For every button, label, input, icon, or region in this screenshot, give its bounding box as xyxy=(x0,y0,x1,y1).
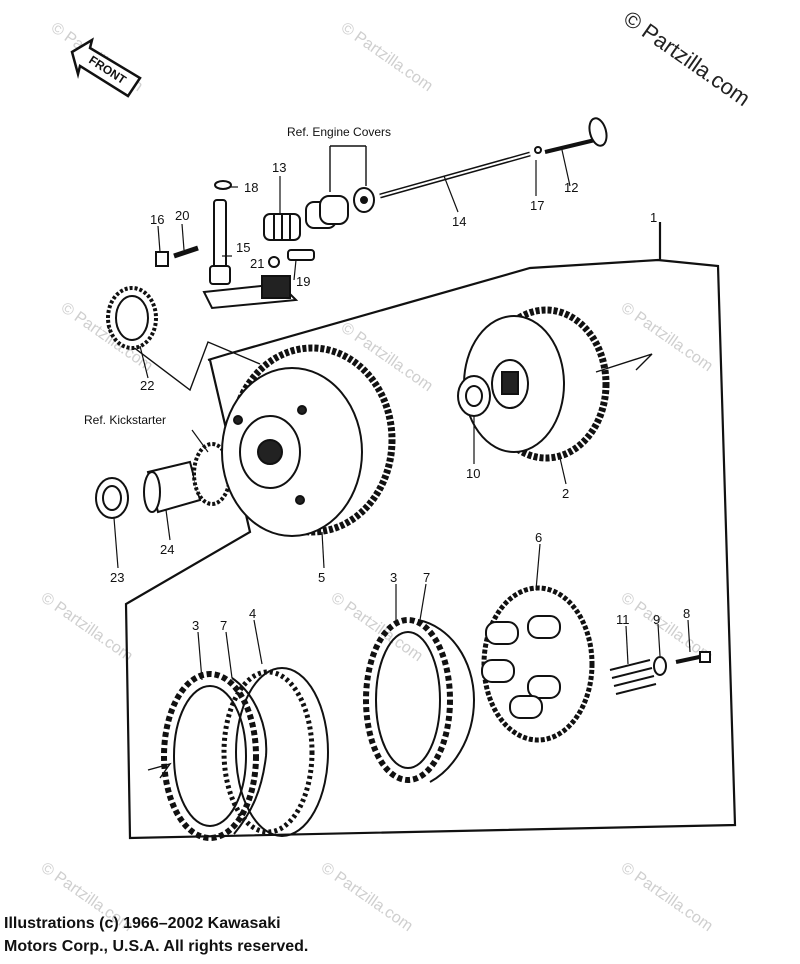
part-6-pressure-plate xyxy=(481,585,595,743)
copyright-line-1: Illustrations (c) 1966–2002 Kawasaki xyxy=(4,915,281,932)
callout-18: 18 xyxy=(244,180,258,195)
ref-engine-covers-label: Ref. Engine Covers xyxy=(287,125,391,139)
callout-17: 17 xyxy=(530,198,544,213)
part-18-o-ring xyxy=(214,180,232,190)
direction-arrow xyxy=(147,762,172,779)
watermark: © Partzilla.com xyxy=(618,859,716,935)
callout-19: 19 xyxy=(296,274,310,289)
callout-1: 1 xyxy=(650,210,657,225)
callout-3: 3 xyxy=(390,570,397,585)
callout-14: 14 xyxy=(452,214,466,229)
callout-13: 13 xyxy=(272,160,286,175)
front-arrow-icon: FRONT xyxy=(70,37,142,98)
direction-arrow xyxy=(595,353,653,373)
kickstarter-group xyxy=(95,442,232,519)
callout-7: 7 xyxy=(220,618,227,633)
part-14-pushrod xyxy=(379,151,531,199)
watermark: © Partzilla.com xyxy=(618,299,716,375)
brand-logo: © Partzilla.com xyxy=(619,6,755,112)
part-22-gear xyxy=(106,286,158,350)
copyright-line-2: Motors Corp., U.S.A. All rights reserved… xyxy=(4,938,309,955)
part-12-pushrod-end xyxy=(534,117,608,154)
part-16-nut xyxy=(155,251,169,267)
clutch-plates-middle xyxy=(363,617,476,783)
callout-numbers: 1 2 3 3 4 5 6 7 7 8 9 10 11 12 13 14 15 … xyxy=(110,160,690,633)
callout-2: 2 xyxy=(562,486,569,501)
assembly-outline xyxy=(107,222,737,840)
engine-covers-bracket xyxy=(329,145,367,192)
watermark: © Partzilla.com xyxy=(338,19,436,95)
callout-20: 20 xyxy=(175,208,189,223)
callout-10: 10 xyxy=(466,466,480,481)
leader-lines xyxy=(113,149,691,681)
part-15-release-shaft xyxy=(202,199,299,310)
callout-21: 21 xyxy=(250,256,264,271)
small-hardware xyxy=(155,180,315,268)
copyright-notice: Illustrations (c) 1966–2002 Kawasaki Mot… xyxy=(4,912,604,958)
callout-7: 7 xyxy=(423,570,430,585)
callout-6: 6 xyxy=(535,530,542,545)
clutch-plates-left xyxy=(161,667,329,841)
part-2-clutch-hub xyxy=(463,306,610,462)
callout-8: 8 xyxy=(683,606,690,621)
part-20-stud xyxy=(173,245,199,259)
part-19-bolt xyxy=(287,249,315,261)
part-9-washer xyxy=(653,656,667,676)
callout-15: 15 xyxy=(236,240,250,255)
part-5-clutch-housing xyxy=(221,344,396,537)
callout-5: 5 xyxy=(318,570,325,585)
part-13-release-parts xyxy=(263,187,375,241)
callout-23: 23 xyxy=(110,570,124,585)
watermark: © Partzilla.com xyxy=(38,589,136,665)
part-21-washer xyxy=(268,256,280,268)
spring-bolt-group xyxy=(609,651,711,695)
part-10-washer xyxy=(457,375,491,417)
callout-16: 16 xyxy=(150,212,164,227)
part-11-spring xyxy=(609,659,657,695)
callout-11: 11 xyxy=(616,612,630,627)
callout-4: 4 xyxy=(249,606,256,621)
callout-9: 9 xyxy=(653,612,660,627)
callout-12: 12 xyxy=(564,180,578,195)
callout-22: 22 xyxy=(140,378,154,393)
ref-kickstarter-label: Ref. Kickstarter xyxy=(84,413,166,427)
callout-24: 24 xyxy=(160,542,174,557)
callout-3: 3 xyxy=(192,618,199,633)
